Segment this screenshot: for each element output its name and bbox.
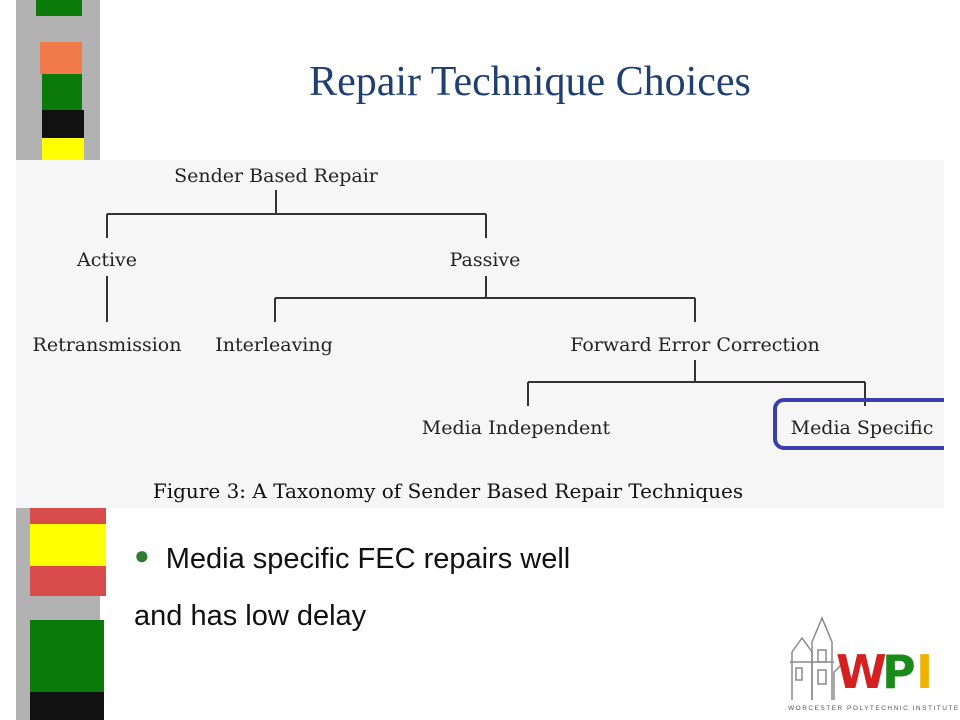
media-specific-highlight <box>773 398 944 450</box>
bar-yellow-block <box>30 524 106 566</box>
node-passive: Passive <box>450 249 521 271</box>
slide-title: Repair Technique Choices <box>309 59 751 105</box>
building-icon <box>790 616 843 700</box>
wpi-logo: W P I WORCESTER POLYTECHNIC INSTITUTE <box>784 612 958 712</box>
bullet-continuation: and has low delay <box>134 600 367 632</box>
tree-connectors <box>106 190 866 406</box>
logo-subtitle: WORCESTER POLYTECHNIC INSTITUTE <box>788 705 960 712</box>
taxonomy-tree-svg: Sender Based Repair Active Passive Retra… <box>33 165 944 503</box>
bar-green-block <box>36 0 82 16</box>
bullet-dot-icon: ● <box>134 540 150 570</box>
bar-black-block <box>30 692 104 720</box>
figure-caption: Figure 3: A Taxonomy of Sender Based Rep… <box>153 479 743 503</box>
node-interleaving: Interleaving <box>215 334 333 356</box>
bar-green-block <box>30 620 104 692</box>
node-retransmission: Retransmission <box>33 334 182 356</box>
bar-green-block <box>42 74 82 110</box>
bar-red-block <box>30 508 106 524</box>
node-media-independent: Media Independent <box>422 417 611 439</box>
bar-black-block <box>42 110 84 138</box>
bar-orange-block <box>40 42 82 74</box>
bar-yellow-block <box>42 138 84 160</box>
taxonomy-diagram: Sender Based Repair Active Passive Retra… <box>16 160 944 508</box>
bar-red-block <box>30 566 106 596</box>
node-active: Active <box>76 249 137 271</box>
node-sender-based-repair: Sender Based Repair <box>174 165 379 187</box>
logo-letter-w: W <box>836 645 887 699</box>
bullet-text: Media specific FEC repairs well <box>165 543 571 575</box>
logo-letter-p: P <box>882 645 916 699</box>
logo-letter-i: I <box>916 645 934 699</box>
bullet-point: ● Media specific FEC repairs well <box>134 540 571 576</box>
node-media-specific: Media Specific <box>791 417 934 439</box>
node-forward-error-correction: Forward Error Correction <box>570 334 820 356</box>
